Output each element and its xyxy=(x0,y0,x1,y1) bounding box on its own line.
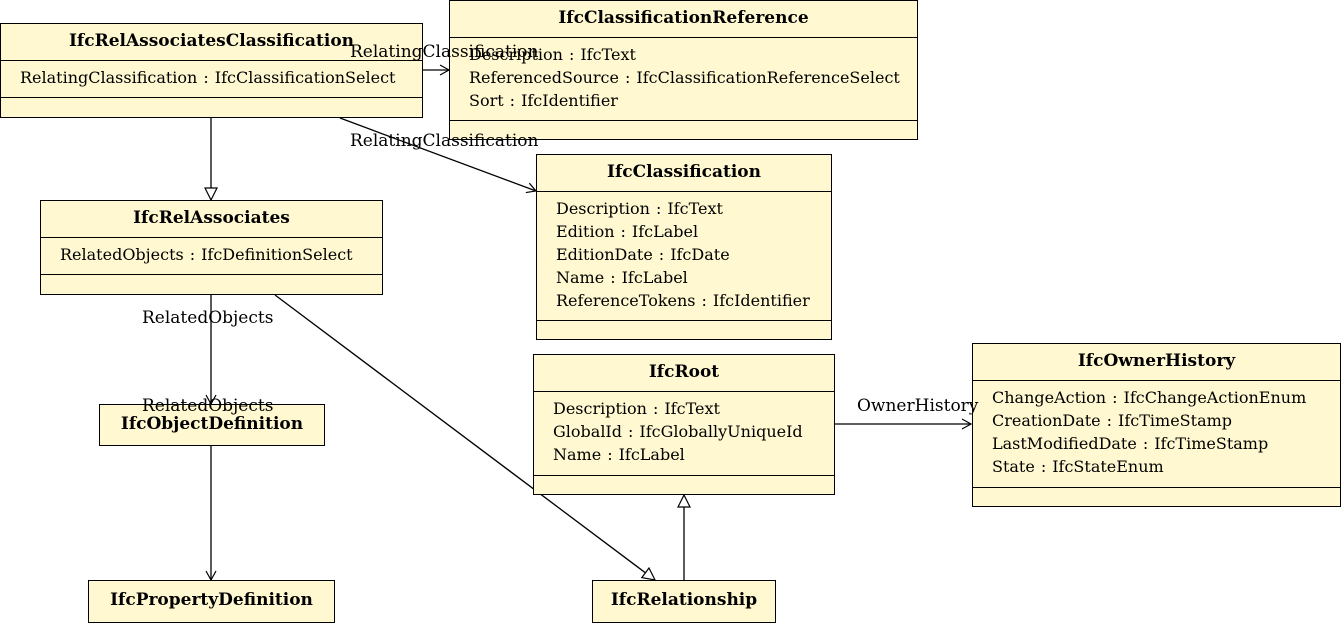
attribute: CreationDate:IfcTimeStamp xyxy=(992,411,1233,430)
class-ifcrelassociates[interactable]: IfcRelAssociates RelatedObjects:IfcDefin… xyxy=(40,200,383,295)
attribute: GlobalId:IfcGloballyUniqueId xyxy=(553,422,803,441)
attribute: Name:IfcLabel xyxy=(556,268,688,287)
class-name: IfcRelAssociates xyxy=(41,201,382,238)
attribute: ReferencedSource:IfcClassificationRefere… xyxy=(469,68,900,87)
class-ifcobjectdefinition[interactable]: IfcObjectDefinition xyxy=(99,404,325,446)
generalization-relationship xyxy=(274,294,657,581)
operation-compartment xyxy=(1,98,422,116)
attribute-list: Description:IfcText ReferencedSource:Ifc… xyxy=(450,38,917,121)
class-ifcpropertydefinition[interactable]: IfcPropertyDefinition xyxy=(88,580,335,623)
attribute-list: Description:IfcText GlobalId:IfcGlobally… xyxy=(534,392,834,476)
attribute-list: RelatedObjects:IfcDefinitionSelect xyxy=(41,238,382,275)
attribute-list: ChangeAction:IfcChangeActionEnum Creatio… xyxy=(973,381,1340,488)
class-ifcrelationship[interactable]: IfcRelationship xyxy=(592,580,776,623)
edge-label-related-objects: RelatedObjects xyxy=(142,396,274,416)
class-name: IfcObjectDefinition xyxy=(120,414,304,434)
attribute: LastModifiedDate:IfcTimeStamp xyxy=(992,434,1269,453)
attribute: State:IfcStateEnum xyxy=(992,457,1164,476)
class-ifcclassification[interactable]: IfcClassification Description:IfcText Ed… xyxy=(536,154,832,340)
edge-label-relating-classification: RelatingClassification xyxy=(350,42,539,62)
attribute-list: Description:IfcText Edition:IfcLabel Edi… xyxy=(537,192,831,321)
association-relating-classification xyxy=(339,117,538,194)
edge-label-related-objects: RelatedObjects xyxy=(142,308,274,328)
attribute: ChangeAction:IfcChangeActionEnum xyxy=(992,388,1307,407)
attribute-list: RelatingClassification:IfcClassification… xyxy=(1,61,422,98)
class-name: IfcRelAssociatesClassification xyxy=(1,24,422,61)
class-name: IfcClassificationReference xyxy=(450,1,917,38)
operation-compartment xyxy=(537,321,831,339)
class-ifcownerhistory[interactable]: IfcOwnerHistory ChangeAction:IfcChangeAc… xyxy=(972,343,1341,507)
attribute: Description:IfcText xyxy=(553,399,720,418)
attribute: Name:IfcLabel xyxy=(553,445,685,464)
attribute: Edition:IfcLabel xyxy=(556,222,699,241)
attribute: Description:IfcText xyxy=(469,45,636,64)
attribute: ReferenceTokens:IfcIdentifier xyxy=(556,291,810,310)
attribute: RelatedObjects:IfcDefinitionSelect xyxy=(60,245,353,264)
operation-compartment xyxy=(534,476,834,494)
attribute: RelatingClassification:IfcClassification… xyxy=(20,68,396,87)
attribute: EditionDate:IfcDate xyxy=(556,245,730,264)
operation-compartment xyxy=(973,488,1340,506)
edge-label-owner-history: OwnerHistory xyxy=(857,396,979,416)
class-ifcroot[interactable]: IfcRoot Description:IfcText GlobalId:Ifc… xyxy=(533,354,835,495)
edge-label-relating-classification: RelatingClassification xyxy=(350,131,539,151)
class-name: IfcClassification xyxy=(537,155,831,192)
class-ifcclassificationreference[interactable]: IfcClassificationReference Description:I… xyxy=(449,0,918,140)
operation-compartment xyxy=(41,275,382,293)
attribute: Description:IfcText xyxy=(556,199,723,218)
class-name: IfcRoot xyxy=(534,355,834,392)
class-name: IfcRelationship xyxy=(610,590,758,610)
class-name: IfcPropertyDefinition xyxy=(110,590,313,610)
attribute: Sort:IfcIdentifier xyxy=(469,91,618,110)
class-name: IfcOwnerHistory xyxy=(973,344,1340,381)
class-ifcrelassociatesclassification[interactable]: IfcRelAssociatesClassification RelatingC… xyxy=(0,23,423,118)
